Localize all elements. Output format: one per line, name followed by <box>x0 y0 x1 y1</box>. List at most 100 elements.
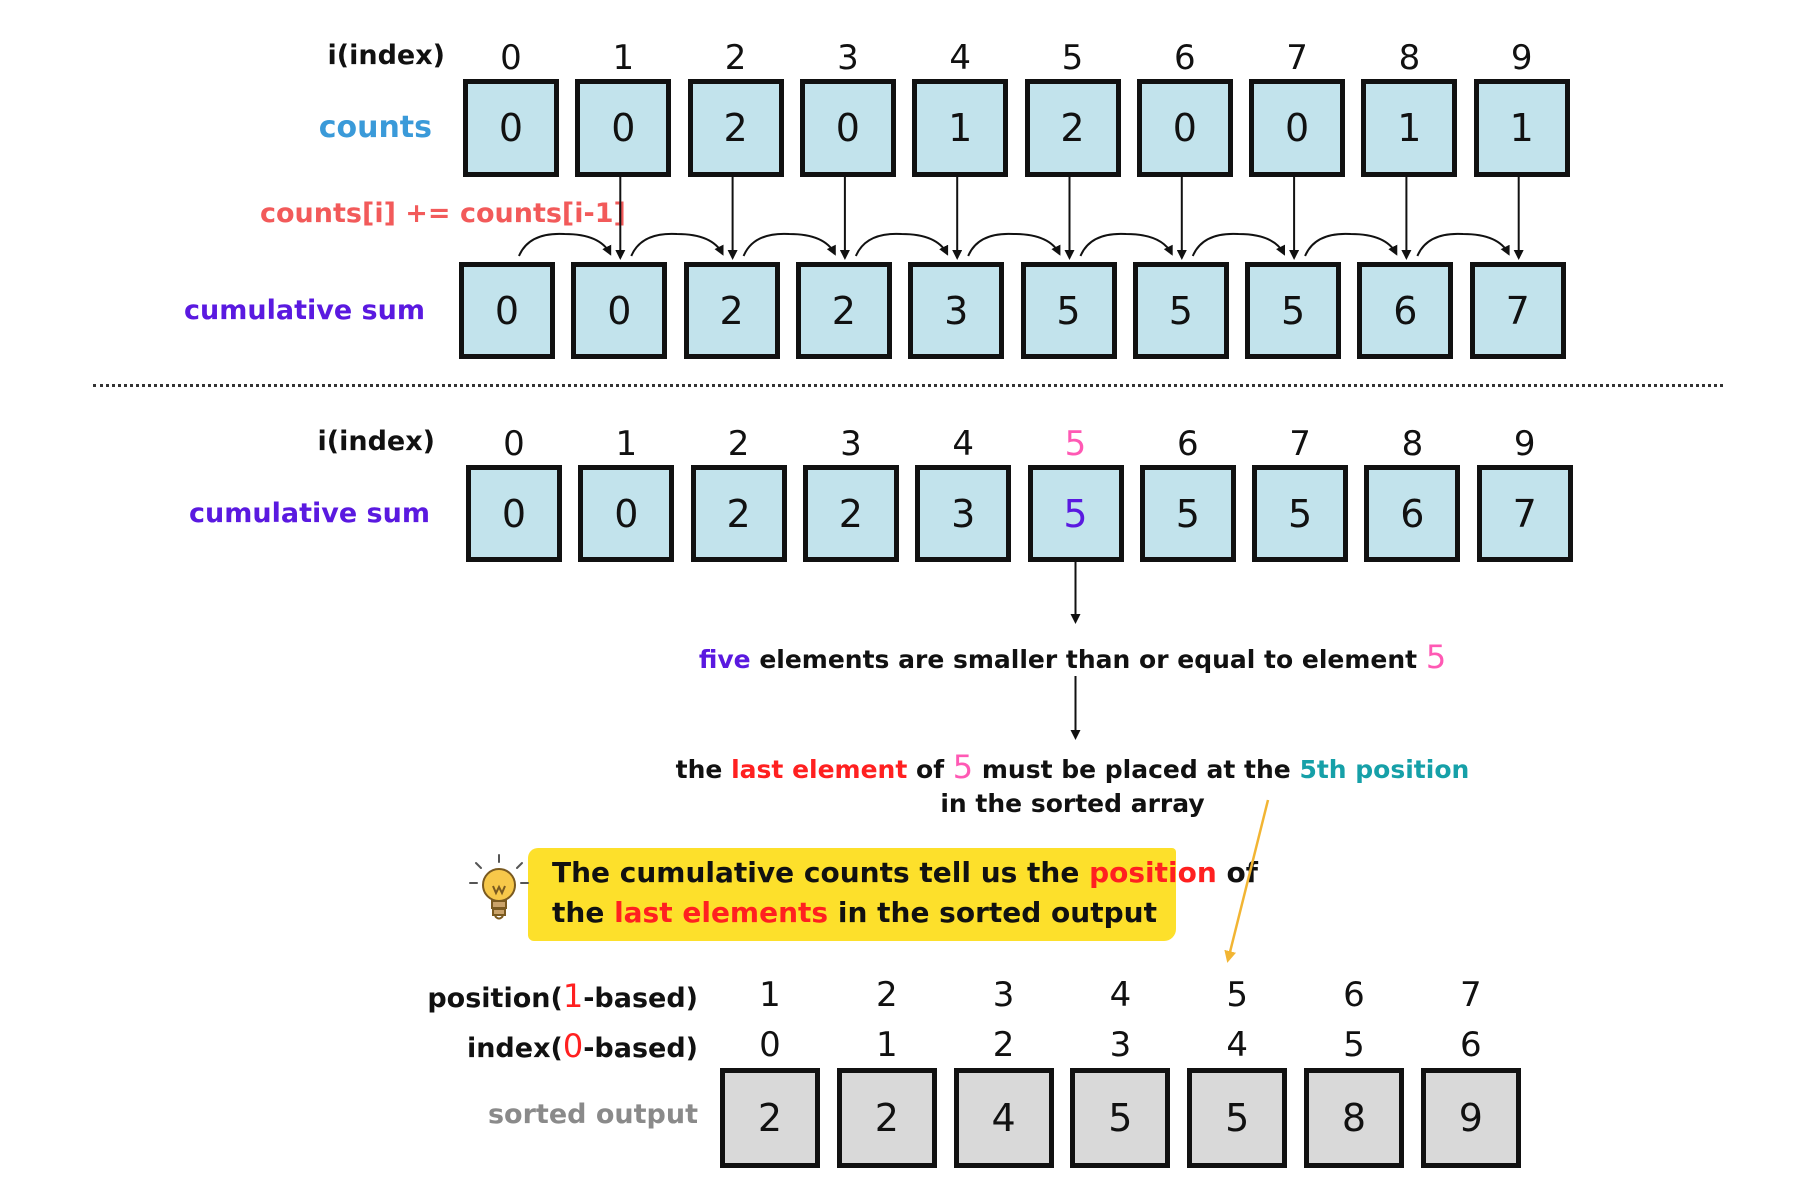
sorted-cell-2: 4 <box>953 1068 1054 1168</box>
cumulative-top-cell-2: 2 <box>683 262 780 359</box>
index-middle-0: 0 <box>503 424 525 464</box>
cumulative-top-cell-5: 5 <box>1020 262 1117 359</box>
index-middle-6: 6 <box>1176 424 1199 464</box>
carry-arrow-6 <box>1079 232 1173 257</box>
note2-of: of <box>907 755 953 784</box>
position-label: position(1-based) <box>427 977 698 1015</box>
cumulative-middle-cell-0: 0 <box>466 465 562 562</box>
tip-l2c: in the sorted output <box>828 896 1157 929</box>
note1-element: 5 <box>1425 638 1447 676</box>
cumulative-middle-cell-4: 3 <box>915 465 1012 562</box>
carry-arrow-3 <box>742 232 836 257</box>
carry-arrow-7 <box>1191 232 1285 257</box>
index-middle-4: 4 <box>952 424 974 464</box>
index-zero-based-label: index(0-based) <box>467 1027 698 1065</box>
counts-label: counts <box>318 110 432 145</box>
counts-cell-7: 0 <box>1249 79 1346 177</box>
cumulative-top-cell-4: 3 <box>908 262 1005 359</box>
note-five-elements: five elements are smaller than or equal … <box>0 638 1800 676</box>
counts-cell-6: 0 <box>1136 79 1233 177</box>
carry-arrow-9 <box>1416 232 1510 257</box>
note1-five: five <box>698 645 751 674</box>
cumulative-top-cell-7: 5 <box>1245 262 1342 359</box>
tip-line-1: The cumulative counts tell us the positi… <box>552 856 1258 889</box>
formula-label: counts[i] += counts[i-1] <box>260 198 626 229</box>
index-top-7: 7 <box>1286 38 1308 78</box>
carry-arrow-8 <box>1304 232 1398 257</box>
position-label-c: -based) <box>583 983 698 1014</box>
sorted-cell-6: 9 <box>1420 1068 1521 1168</box>
index-top-1: 1 <box>612 38 635 78</box>
cumulative-middle-cell-9: 7 <box>1476 465 1573 562</box>
counts-cell-8: 1 <box>1361 79 1458 177</box>
index-bottom-4: 4 <box>1226 1025 1248 1065</box>
counts-cell-4: 1 <box>912 79 1009 177</box>
sorted-cell-1: 2 <box>836 1068 937 1168</box>
sorted-output-label: sorted output <box>487 1099 698 1130</box>
tip-last-elements: last elements <box>614 896 829 929</box>
cumulative-top-cell-1: 0 <box>571 262 668 359</box>
cumulative-middle-cell-8: 6 <box>1364 465 1461 562</box>
index-top-6: 6 <box>1173 38 1196 78</box>
index-bottom-5: 5 <box>1343 1025 1365 1065</box>
counts-cell-3: 0 <box>799 79 896 177</box>
position-label-one: 1 <box>562 977 584 1015</box>
index-middle-8: 8 <box>1401 424 1424 464</box>
index-label-middle: i(index) <box>317 426 435 457</box>
note1-middle: elements are smaller than or equal to el… <box>750 645 1426 674</box>
index-label-c: -based) <box>583 1033 698 1064</box>
index-label-zero: 0 <box>562 1027 584 1065</box>
index-bottom-2: 2 <box>992 1025 1015 1065</box>
sorted-cell-3: 5 <box>1070 1068 1171 1168</box>
sorted-cell-5: 8 <box>1304 1068 1404 1168</box>
lightbulb-icon <box>468 853 530 929</box>
tip-position: position <box>1089 856 1217 889</box>
note2-last-element: last element <box>731 755 908 784</box>
index-label-a: index( <box>466 1033 563 1064</box>
carry-arrow-2 <box>630 232 724 257</box>
index-top-4: 4 <box>949 38 971 78</box>
position-1: 2 <box>875 975 898 1015</box>
index-bottom-1: 1 <box>875 1025 898 1065</box>
position-4: 5 <box>1226 975 1248 1015</box>
index-bottom-0: 0 <box>759 1025 781 1065</box>
position-0: 1 <box>759 975 781 1015</box>
position-label-a: position( <box>427 983 563 1014</box>
cumulative-middle-cell-5: 5 <box>1027 465 1124 562</box>
index-middle-1: 1 <box>615 424 638 464</box>
index-top-5: 5 <box>1061 38 1084 78</box>
index-middle-2: 2 <box>727 424 750 464</box>
index-middle-7: 7 <box>1289 424 1311 464</box>
index-middle-3: 3 <box>840 424 862 464</box>
carry-arrow-5 <box>967 232 1061 257</box>
sorted-cell-0: 2 <box>720 1068 820 1168</box>
cumulative-top-cell-8: 6 <box>1357 262 1454 359</box>
index-bottom-6: 6 <box>1459 1025 1482 1065</box>
counts-cell-9: 1 <box>1473 79 1570 177</box>
index-top-8: 8 <box>1398 38 1421 78</box>
dotted-divider <box>93 384 1723 387</box>
cumulative-middle-cell-2: 2 <box>690 465 787 562</box>
carry-arrow-1 <box>518 232 612 257</box>
cumulative-top-cell-6: 5 <box>1132 262 1229 359</box>
cumulative-middle-cell-7: 5 <box>1252 465 1349 562</box>
counts-cell-1: 0 <box>575 79 672 177</box>
index-label-top: i(index) <box>327 40 445 71</box>
position-6: 7 <box>1459 975 1482 1015</box>
index-top-9: 9 <box>1510 38 1533 78</box>
tip-highlight <box>528 848 1176 941</box>
note2-the: the <box>675 755 732 784</box>
cumulative-top-cell-0: 0 <box>459 262 555 359</box>
counts-cell-5: 2 <box>1024 79 1121 177</box>
index-bottom-3: 3 <box>1109 1025 1132 1065</box>
index-middle-5: 5 <box>1064 424 1087 464</box>
cumulative-middle-cell-6: 5 <box>1139 465 1236 562</box>
position-3: 4 <box>1109 975 1132 1015</box>
note2-placed: must be placed at the <box>973 755 1300 784</box>
gold-arrow <box>1224 799 1270 963</box>
index-top-0: 0 <box>500 38 522 78</box>
note-sorted-array: in the sorted array <box>940 789 1205 818</box>
tip-line-2: the last elements in the sorted output <box>552 896 1157 929</box>
counts-cell-0: 0 <box>463 79 559 177</box>
